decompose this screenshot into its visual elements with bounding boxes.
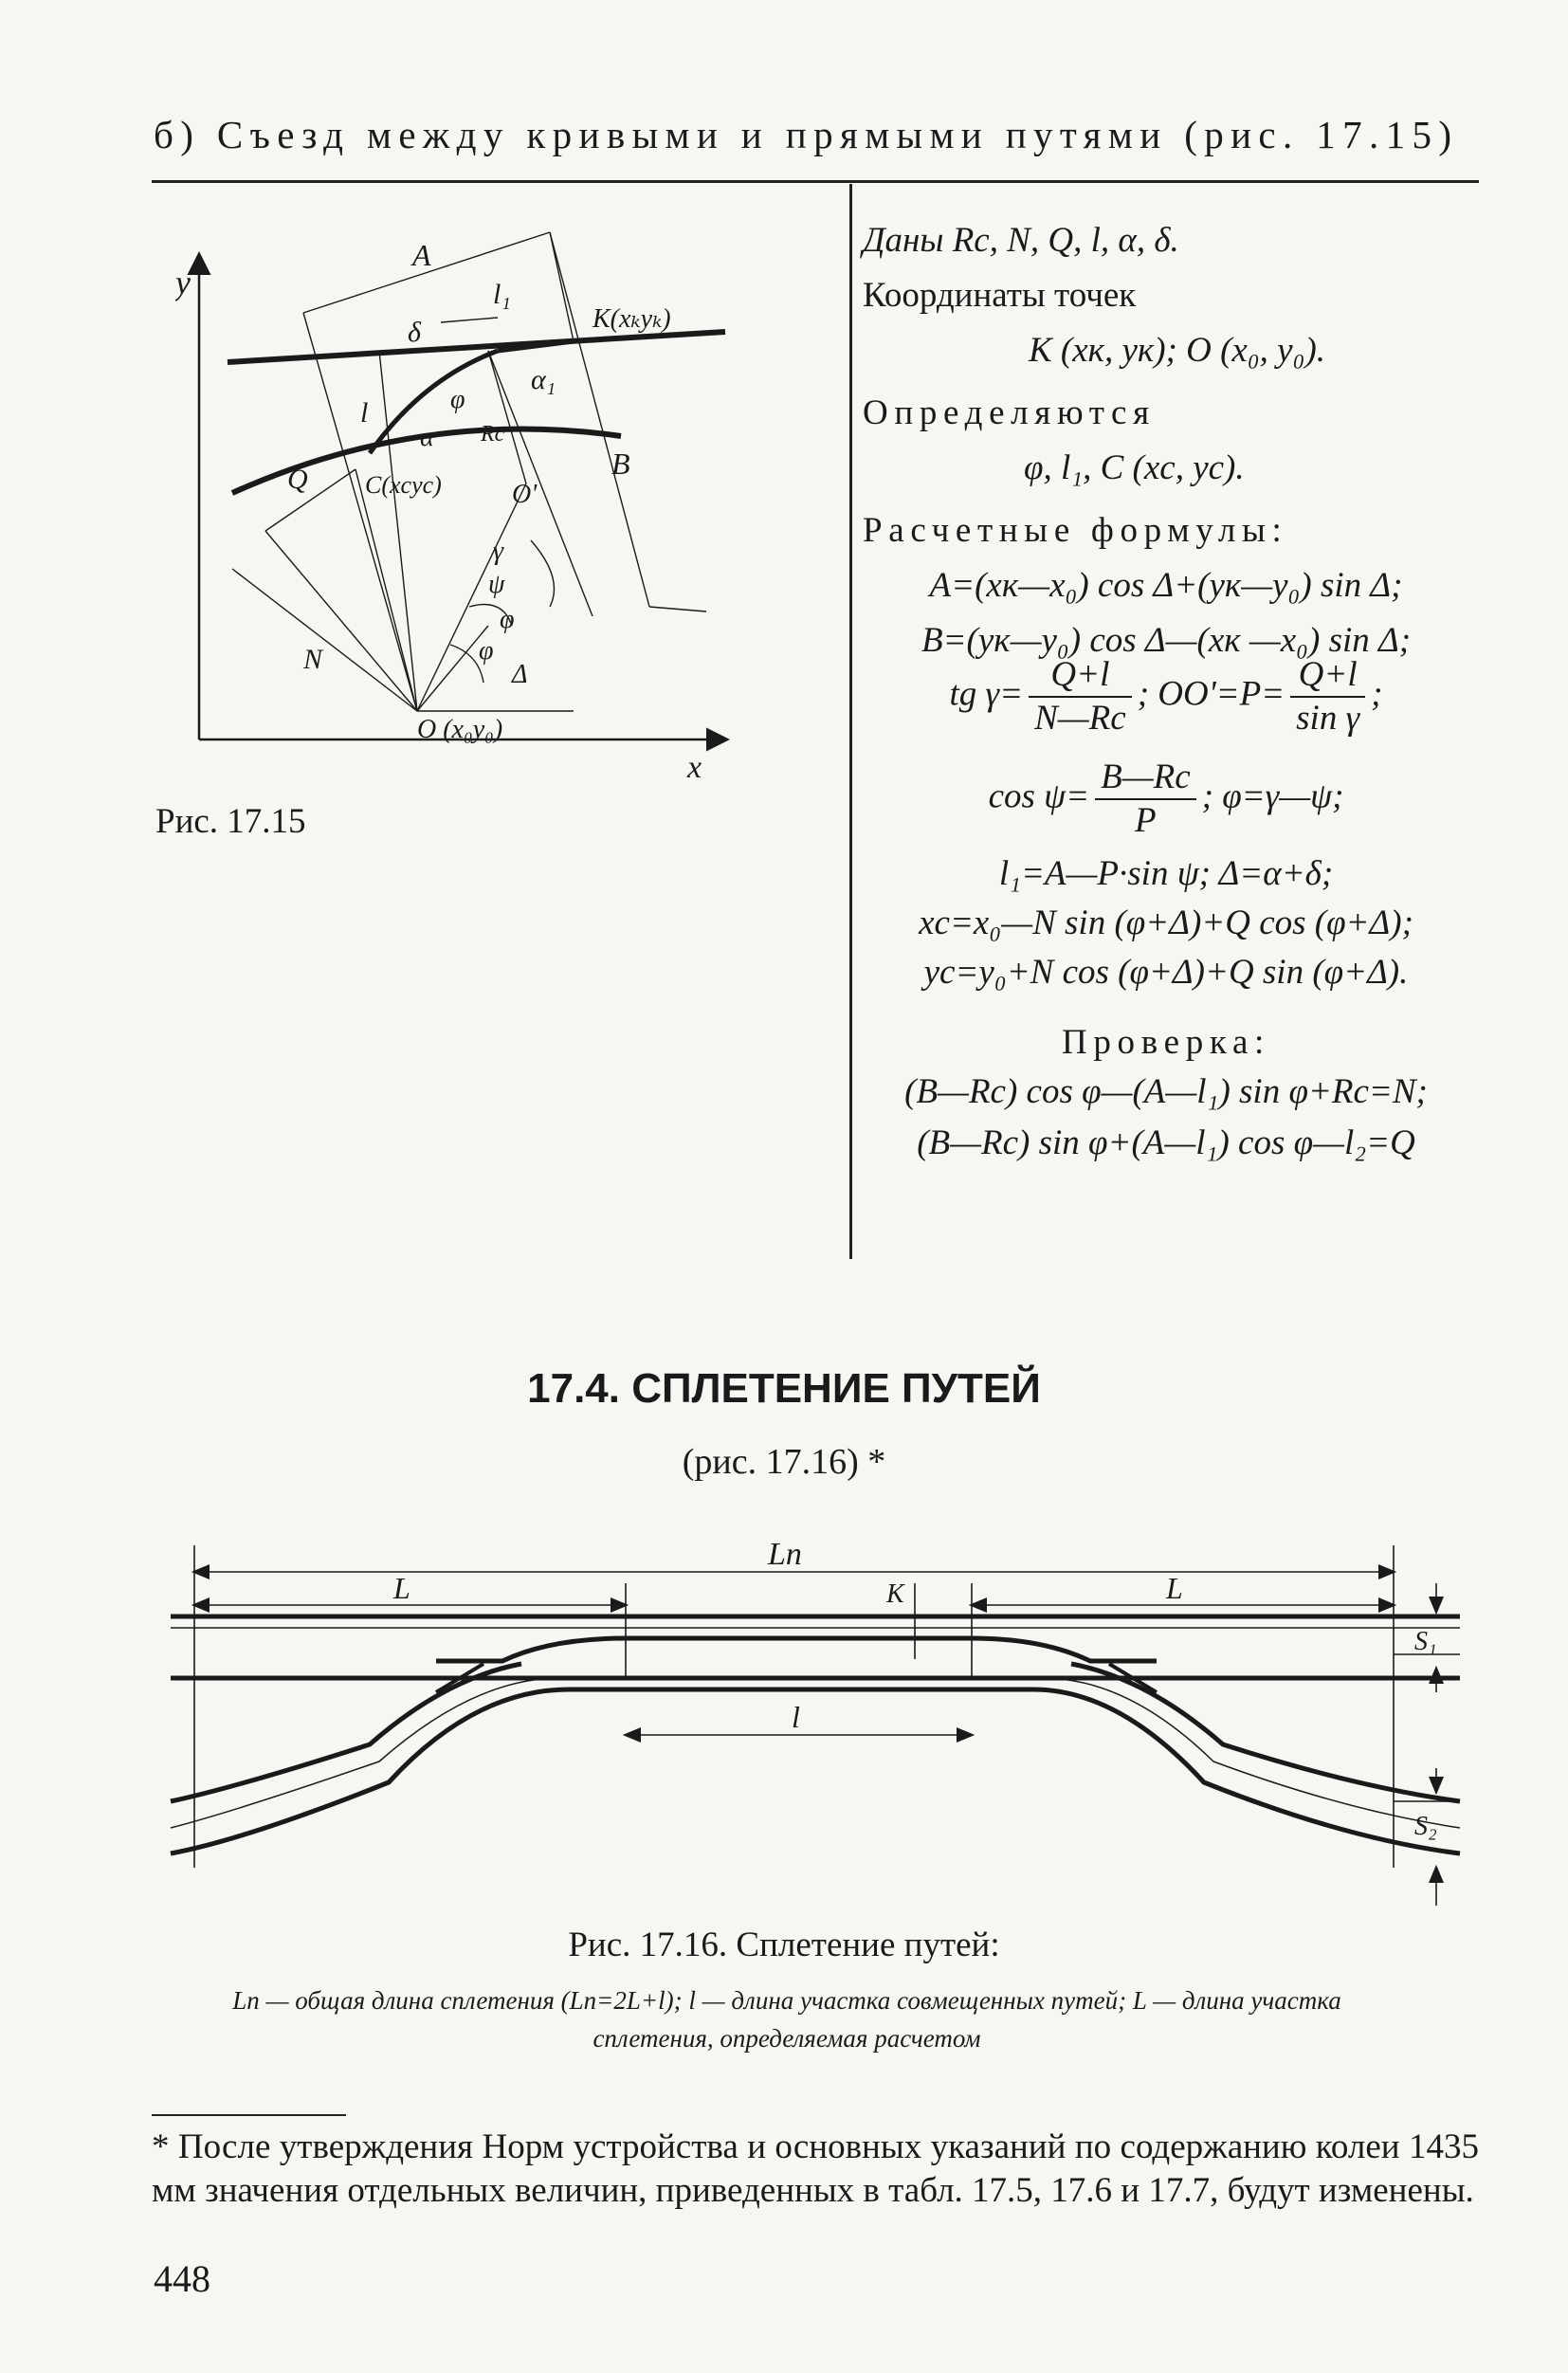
label-phi3: φ: [479, 636, 494, 666]
label-O: O (x₀y₀): [417, 715, 502, 744]
formula-xc: xc=x₀—N sin (φ+Δ)+Q cos (φ+Δ);: [919, 904, 1413, 942]
figure-17-16-diagram: Lп L L K l S₁ S₂: [170, 1537, 1461, 1906]
label-y: y: [175, 264, 191, 301]
page-number: 448: [154, 2257, 210, 2300]
formula-yc: yc=y₀+N cos (φ+Δ)+Q sin (φ+Δ).: [923, 953, 1409, 992]
label-l: l: [360, 397, 368, 429]
label-psi: ψ: [488, 570, 505, 599]
right-column: Даны Rc, N, Q, l, α, δ. Координаты точек…: [863, 213, 1469, 668]
label-delta: δ: [408, 317, 422, 348]
determined-title: Определяются: [863, 393, 1156, 432]
formula-l1: l₁=A—P·sin ψ; Δ=α+δ;: [998, 854, 1334, 893]
label-B: B: [611, 447, 630, 481]
check-title: Проверка:: [1062, 1023, 1270, 1062]
label-l1: l₁: [493, 279, 511, 310]
section-subtitle: (рис. 17.16) *: [682, 1442, 886, 1482]
label-N: N: [302, 644, 324, 675]
column-divider: [849, 184, 852, 1259]
label-S1: S₁: [1414, 1627, 1437, 1656]
determined-line: φ, l₁, C (xc, yc).: [1024, 448, 1245, 487]
figure-17-15-diagram: y x A B δ l₁ K(xₖyₖ) α₁ φ l α Rc Q C(xcy…: [175, 231, 730, 777]
footnote: * После утверждения Норм устройства и ос…: [152, 2127, 1479, 2210]
label-A: A: [410, 238, 431, 272]
label-x: x: [686, 750, 702, 777]
label-Rc: Rc: [480, 422, 505, 447]
formula-B: B=(yк—y₀) cos Δ—(xк —x₀) sin Δ;: [921, 621, 1412, 660]
label-K: K(xₖyₖ): [592, 304, 671, 334]
given-line: Даны Rc, N, Q, l, α, δ.: [863, 221, 1179, 260]
formula-A: A=(xк—x₀) cos Δ+(yк—y₀) sin Δ;: [929, 566, 1403, 605]
label-l: l: [792, 1700, 800, 1734]
label-Q: Q: [287, 464, 308, 495]
label-Ln: Lп: [767, 1537, 802, 1572]
label-Oprime: O': [512, 480, 538, 509]
figure-17-16-caption: Рис. 17.16. Сплетение путей:: [568, 1926, 1000, 1964]
running-header: б) Съезд между кривыми и прямыми путями …: [154, 113, 1459, 156]
label-L-right: L: [1165, 1571, 1183, 1605]
connecting-curve: [367, 348, 499, 455]
formulas-title: Расчетные формулы:: [863, 511, 1288, 550]
label-phi2: φ: [500, 605, 515, 634]
check-1: (B—Rc) cos φ—(A—l₁) sin φ+Rc=N;: [904, 1072, 1428, 1111]
figure-17-15-caption: Рис. 17.15: [155, 802, 306, 841]
label-K: K: [885, 1579, 905, 1609]
label-alpha: α: [420, 423, 435, 452]
label-phi: φ: [450, 385, 465, 414]
label-S2: S₂: [1414, 1812, 1437, 1841]
check-2: (B—Rc) sin φ+(A—l₁) cos φ—l₂=Q: [917, 1123, 1415, 1162]
label-alpha1: α₁: [531, 364, 556, 395]
header-rule: [152, 180, 1479, 183]
label-L-left: L: [392, 1571, 410, 1605]
label-C: C(xcyc): [365, 471, 442, 499]
coords-title: Координаты точек: [863, 276, 1137, 315]
coords-line: K (xк, yк); O (x₀, y₀).: [1029, 331, 1326, 370]
footnote-rule: [152, 2114, 346, 2116]
section-title: 17.4. СПЛЕТЕНИЕ ПУТЕЙ: [527, 1365, 1041, 1412]
figure-17-16-legend: Lп — общая длина сплетения (Lп=2L+l); l …: [232, 1986, 1341, 2053]
label-Delta: Δ: [511, 660, 527, 689]
label-gamma: γ: [493, 537, 504, 566]
curved-track: [230, 426, 622, 496]
straight-track: [227, 329, 726, 365]
